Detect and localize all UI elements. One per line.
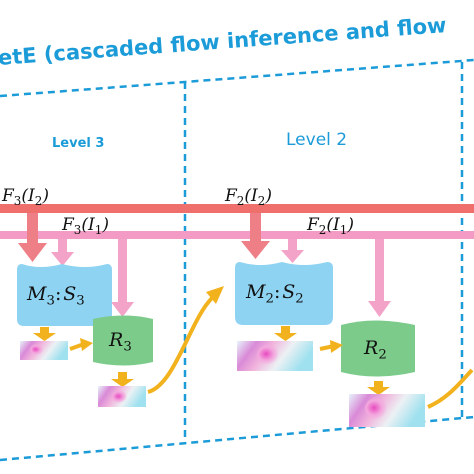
arrow-f2i1-to-r2 <box>375 239 384 301</box>
arrowhead-r3-flow <box>111 379 134 387</box>
connector-r2-out <box>427 368 474 409</box>
flow-down-arrows <box>33 326 390 395</box>
level-3-label: Level 3 <box>52 136 105 151</box>
node-label-r2: R2 <box>364 337 387 363</box>
feature-bar-i2 <box>0 204 474 213</box>
arrow-f2i2-to-m2 <box>250 213 261 241</box>
level3-feature-arrows <box>18 213 134 317</box>
arrow-m3-to-flow <box>40 327 49 333</box>
node-label-r3: R3 <box>109 329 132 355</box>
arrowhead-to-r2 <box>330 340 343 353</box>
arrowhead-r2-flow <box>367 387 390 395</box>
arrowhead-r3 <box>111 302 134 317</box>
flow-image-r2 <box>349 394 425 427</box>
arrowhead-r2 <box>368 301 391 317</box>
arrowhead-f2i1 <box>281 250 304 263</box>
arrowhead-f3i2 <box>18 243 47 262</box>
level2-feature-arrows <box>241 213 391 317</box>
feature-label-f2-i1: F2(I1) <box>307 215 354 238</box>
arrow-m2-to-flow <box>281 326 290 333</box>
arrowhead-to-r3 <box>80 338 93 351</box>
matching-node-m2-shape <box>235 262 333 325</box>
feature-bar-i1 <box>0 231 474 239</box>
feature-label-f3-i1: F3(I1) <box>62 215 109 238</box>
refine-node-r2-shape <box>341 320 415 377</box>
matching-node-m3-shape <box>17 264 112 326</box>
arrow-r2-to-flow <box>374 381 383 387</box>
arrow-f3i2-to-m3 <box>27 213 38 243</box>
arrowhead-m3-flow <box>33 333 56 341</box>
flow-image-r3 <box>98 386 146 407</box>
refine-node-r3-shape <box>93 315 153 366</box>
arrowhead-f2i2 <box>241 241 270 259</box>
node-label-m3-s3: M3: S3 <box>27 283 85 309</box>
arrow-f2i1-to-m2 <box>288 239 297 250</box>
connector-heads <box>80 286 343 353</box>
arrow-f3i1-to-m3 <box>58 239 67 252</box>
connector-r3-to-m2 <box>147 296 214 394</box>
arrowhead-to-m2 <box>206 286 224 304</box>
arrow-f3i1-to-r3 <box>118 239 127 302</box>
arrow-r3-to-flow <box>118 372 127 379</box>
flow-image-m3 <box>20 341 68 360</box>
node-label-m2-s2: M2: S2 <box>246 281 304 307</box>
arrowhead-m2-flow <box>274 333 297 341</box>
level-2-label: Level 2 <box>286 130 348 150</box>
top-boundary-line <box>0 58 474 98</box>
arrowhead-f3i1 <box>51 252 74 266</box>
feature-label-f3-i2: F3(I2) <box>2 186 49 209</box>
feature-label-f2-i2: F2(I2) <box>225 186 272 209</box>
flow-image-m2 <box>237 341 313 371</box>
